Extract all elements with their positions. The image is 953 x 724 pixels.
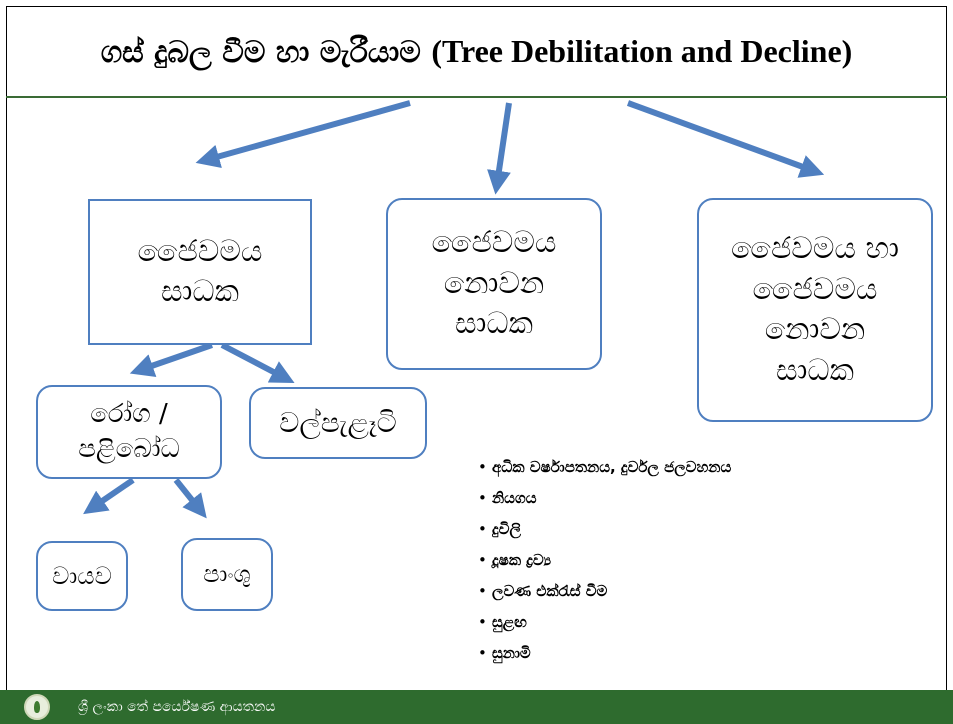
box-disease-pests: රෝග / පළිබෝධ xyxy=(36,385,222,479)
box-disease-line-2: පළිබෝධ xyxy=(78,434,180,464)
tea-leaf-emblem-icon xyxy=(24,694,50,720)
box-non-living-line-3: සාධක xyxy=(454,306,533,342)
list-item: දූෂක ද්‍රව්‍ය xyxy=(478,545,731,576)
box-living-line-1: ජෛවමය xyxy=(137,233,263,269)
footer-institute-name: ශ්‍රී ලංකා තේ පර්යේෂණ ආයතනය xyxy=(78,699,276,715)
abiotic-factor-list: අධික වර්ෂාපතනය, දුර්වල ජලවහනය නියගය දුවි… xyxy=(478,452,731,669)
box-airborne-label: වායව xyxy=(52,561,112,590)
title-sinhala: ගස් දුබල වීම හා මැරීයාම xyxy=(100,34,421,70)
list-item: අධික වර්ෂාපතනය, දුර්වල ජලවහනය xyxy=(478,452,731,483)
list-item: සුළඟ xyxy=(478,607,731,638)
box-both-line-1: ජෛවමය හා xyxy=(730,231,900,266)
list-item: දුවිලි xyxy=(478,514,731,545)
box-both-line-3: නොවන xyxy=(764,312,866,347)
box-non-living-line-2: නොවන xyxy=(443,265,545,301)
title-english: (Tree Debilitation and Decline) xyxy=(431,32,853,69)
box-soilborne-label: පාංශු xyxy=(203,560,251,589)
box-weeds-label: වල්පැළෑටි xyxy=(279,406,397,440)
box-living-line-2: සාධක xyxy=(160,274,239,309)
box-airborne: වායව xyxy=(36,541,128,611)
list-item: නියගය xyxy=(478,483,731,514)
list-item: ලවණ එක්රැස් වීම xyxy=(478,576,731,607)
footer-bar: ශ්‍රී ලංකා තේ පර්යේෂණ ආයතනය xyxy=(0,690,953,724)
box-soilborne: පාංශු xyxy=(181,538,273,611)
box-both-line-2: ජෛවමය xyxy=(752,271,878,307)
list-item: සුනාමි xyxy=(478,638,731,669)
box-disease-line-1: රෝග / xyxy=(90,398,168,429)
title-text: ගස් දුබල වීම හා මැරීයාම (Tree Debilitati… xyxy=(101,33,853,70)
box-non-living-line-1: ජෛවමය xyxy=(431,225,557,261)
box-living-and-non-living-factors: ජෛවමය හා ජෛවමය නොවන සාධක xyxy=(697,198,933,422)
box-non-living-factors: ජෛවමය නොවන සාධක xyxy=(386,198,602,370)
slide-title: ගස් දුබල වීම හා මැරීයාම (Tree Debilitati… xyxy=(6,6,947,96)
box-living-factors: ජෛවමය සාධක xyxy=(88,199,312,345)
box-both-line-4: සාධක xyxy=(775,352,855,388)
title-divider xyxy=(6,96,947,98)
box-weeds: වල්පැළෑටි xyxy=(249,387,427,459)
